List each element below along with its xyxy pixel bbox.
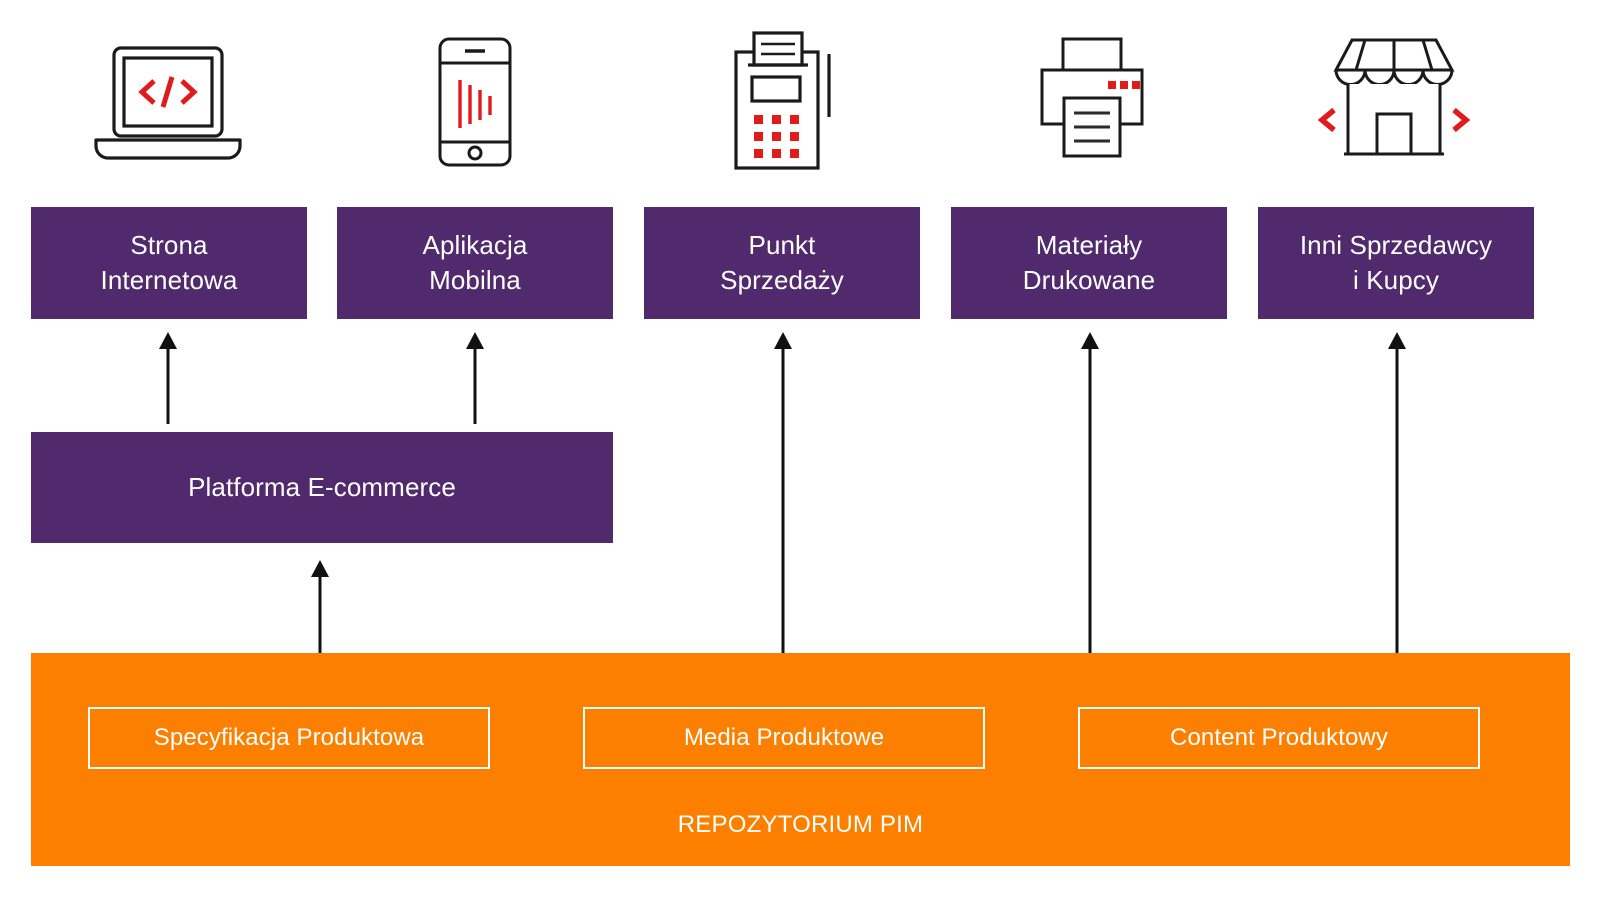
pim-chip-content-produktowy[interactable]: Content Produktowy bbox=[1078, 707, 1480, 769]
platform-box-ecommerce[interactable]: Platforma E-commerce bbox=[31, 432, 613, 543]
pim-chip-media-produktowe[interactable]: Media Produktowe bbox=[583, 707, 985, 769]
arrow-pim-to-materialy-drukowane bbox=[1074, 332, 1106, 653]
pim-chip-label: Media Produktowe bbox=[683, 724, 885, 751]
channel-label-line1: Materiały bbox=[1035, 230, 1143, 261]
arrow-platform-to-aplikacja bbox=[459, 332, 491, 424]
channel-label-line1: Aplikacja bbox=[422, 230, 528, 261]
channel-box-inni-sprzedawcy-i-kupcy[interactable]: Inni Sprzedawcy i Kupcy bbox=[1258, 207, 1534, 319]
channel-label-line2: Drukowane bbox=[1022, 265, 1156, 295]
channel-box-aplikacja-mobilna[interactable]: Aplikacja Mobilna bbox=[337, 207, 613, 319]
arrow-pim-to-inni-sprzedawcy bbox=[1381, 332, 1413, 653]
arrow-pim-to-platform bbox=[304, 560, 336, 653]
laptop-code-icon bbox=[92, 38, 244, 166]
channel-label-line2: Internetowa bbox=[100, 265, 238, 295]
channel-label-line2: Mobilna bbox=[429, 265, 521, 295]
printer-icon bbox=[1028, 36, 1156, 164]
pim-chip-specyfikacja-produktowa[interactable]: Specyfikacja Produktowa bbox=[88, 707, 490, 769]
platform-label: Platforma E-commerce bbox=[188, 472, 456, 502]
channel-label-line1: Strona bbox=[130, 230, 208, 261]
arrow-platform-to-strona bbox=[152, 332, 184, 424]
channel-label-line1: Punkt bbox=[748, 230, 816, 261]
channel-label-line1: Inni Sprzedawcy bbox=[1299, 230, 1493, 261]
pim-repository-panel: Specyfikacja Produktowa Media Produktowe… bbox=[31, 653, 1570, 866]
channel-box-punkt-sprzedazy[interactable]: Punkt Sprzedaży bbox=[644, 207, 920, 319]
mobile-phone-icon bbox=[432, 36, 518, 168]
channel-label-line2: Sprzedaży bbox=[720, 265, 844, 295]
pos-terminal-icon bbox=[730, 30, 840, 170]
pim-repository-caption: REPOZYTORIUM PIM bbox=[677, 811, 924, 838]
channel-box-strona-internetowa[interactable]: Strona Internetowa bbox=[31, 207, 307, 319]
arrow-pim-to-punkt-sprzedazy bbox=[767, 332, 799, 653]
pim-chip-label: Specyfikacja Produktowa bbox=[153, 724, 425, 751]
storefront-icon bbox=[1308, 32, 1480, 168]
channel-label-line2: i Kupcy bbox=[1353, 265, 1439, 295]
channel-box-materialy-drukowane[interactable]: Materiały Drukowane bbox=[951, 207, 1227, 319]
pim-chip-label: Content Produktowy bbox=[1170, 724, 1388, 751]
